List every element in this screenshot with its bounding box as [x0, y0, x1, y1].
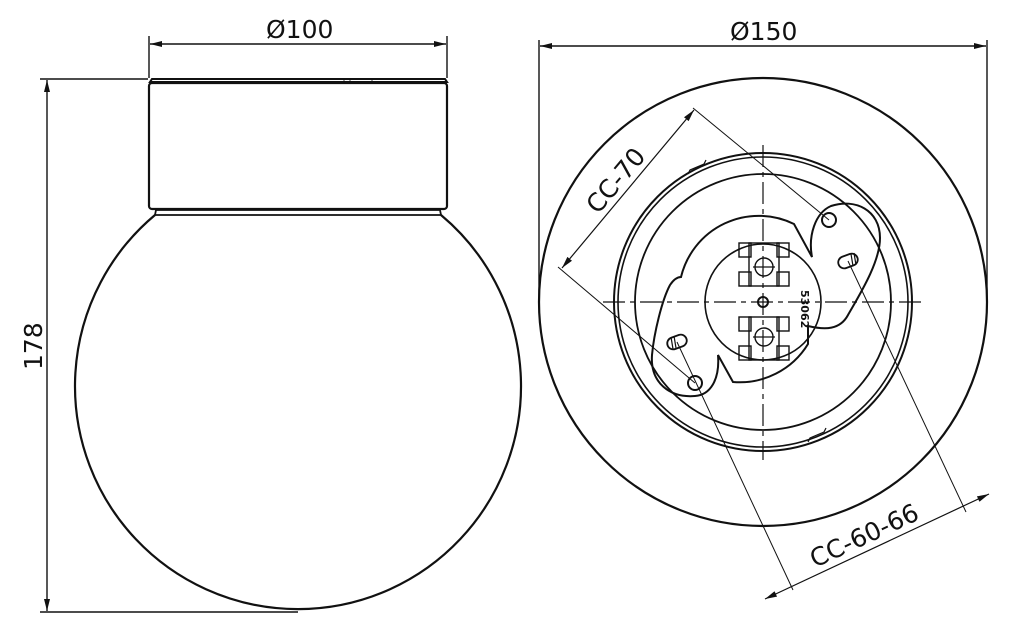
slot-upper — [837, 252, 859, 270]
mounting-plate — [650, 202, 882, 398]
cc6066-dimension-line — [764, 493, 990, 600]
height-label: 178 — [19, 322, 48, 370]
terminal-block-lower — [738, 316, 790, 361]
cc6066-label: CC-60-66 — [805, 498, 923, 574]
cc70-extension-lower — [557, 266, 696, 384]
globe-outline — [73, 214, 523, 611]
cap-body — [147, 81, 449, 211]
ring-notch-bottom — [807, 427, 827, 443]
mount-hole-upper — [821, 212, 837, 228]
slot-lower — [666, 333, 688, 351]
bottom-view: 53062 Ø150 CC-70 CC-60-66 — [537, 17, 990, 600]
cap-top-lip — [148, 78, 449, 83]
cap-diameter-label: Ø100 — [266, 15, 333, 44]
terminal-block-upper — [738, 242, 790, 287]
part-number: 53062 — [798, 290, 811, 328]
cc6066-extension-lower — [676, 341, 794, 591]
cc70-dimension-line — [561, 109, 695, 269]
cc70-label: CC-70 — [580, 142, 651, 219]
cc6066-extension-upper — [847, 260, 967, 513]
cc70-extension-upper — [692, 107, 830, 221]
side-view: Ø100 178 — [19, 15, 523, 613]
cap-bottom-lip — [153, 209, 443, 216]
outer-diameter-label: Ø150 — [730, 17, 797, 46]
mount-hole-lower — [687, 375, 703, 391]
